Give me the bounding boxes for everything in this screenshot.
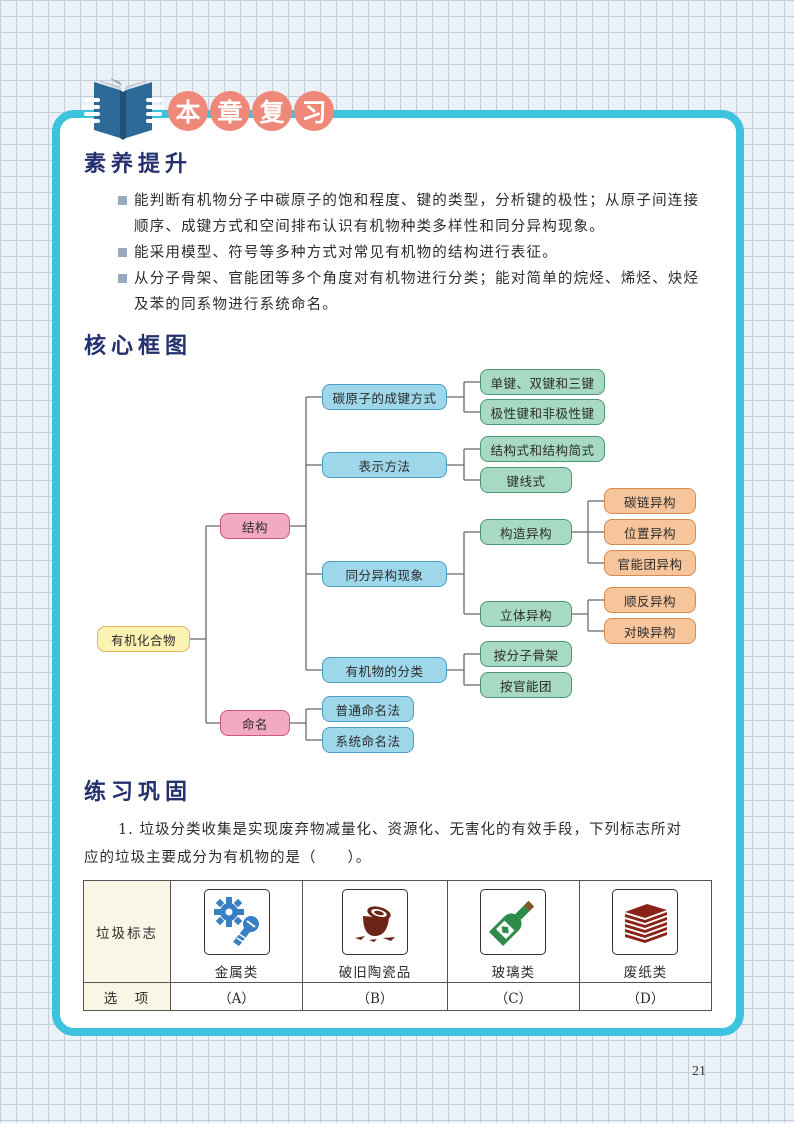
cell-paper: 废纸类 [578,880,713,983]
node-naming: 命名 [220,710,290,736]
paper-label: 废纸类 [623,964,668,981]
title-char: 本 [168,91,208,131]
page-number: 21 [692,1064,706,1079]
title-char: 复 [252,91,292,131]
literacy-bullet-list: 能判断有机物分子中碳原子的饱和程度、键的类型，分析键的极性；从原子间连接顺序、成… [118,188,714,318]
bullet-text: 能判断有机物分子中碳原子的饱和程度、键的类型，分析键的极性；从原子间连接顺序、成… [134,193,700,235]
question-text-line1: 1. 垃圾分类收集是实现废弃物减量化、资源化、无害化的有效手段，下列标志所对 [118,822,682,838]
cell-ceramic: 破旧陶瓷品 [302,880,448,983]
node-stereo-isomer: 立体异构 [480,601,572,627]
glass-bottle-icon [480,888,547,955]
option-c[interactable]: （C） [446,982,580,1011]
section-heading-literacy: 素养提升 [84,152,193,177]
node-skeletal-formula: 键线式 [480,467,572,493]
square-bullet-icon [118,196,127,205]
node-by-functional-group: 按官能团 [480,672,572,698]
bullet-text: 从分子骨架、官能团等多个角度对有机物进行分类；能对简单的烷烃、烯烃、炔烃及苯的同… [134,271,700,313]
bullet-item: 从分子骨架、官能团等多个角度对有机物进行分类；能对简单的烷烃、烯烃、炔烃及苯的同… [118,266,714,318]
cell-glass: 玻璃类 [446,880,580,983]
section-heading-framework: 核心框图 [84,334,193,359]
node-systematic-naming: 系统命名法 [322,727,414,753]
garbage-sign-table: 垃圾标志 [83,880,713,1011]
node-carbon-bonding: 碳原子的成键方式 [322,384,447,410]
square-bullet-icon [118,274,127,283]
node-representation: 表示方法 [322,452,447,478]
node-enantiomer: 对映异构 [604,618,696,644]
node-single-double-triple: 单键、双键和三键 [480,369,605,395]
metal-gear-screw-icon [203,888,270,955]
option-a[interactable]: （A） [169,982,304,1011]
bullet-text: 能采用模型、符号等多种方式对常见有机物的结构进行表征。 [134,245,558,261]
option-b[interactable]: （B） [302,982,448,1011]
metal-label: 金属类 [214,964,259,981]
question-1: 1. 垃圾分类收集是实现废弃物减量化、资源化、无害化的有效手段，下列标志所对 应… [84,816,712,872]
node-structural-formula: 结构式和结构简式 [480,436,605,462]
glass-label: 玻璃类 [491,964,536,981]
open-book-icon [80,76,166,142]
title-char: 习 [294,91,334,131]
node-by-skeleton: 按分子骨架 [480,641,572,667]
row-header-sign: 垃圾标志 [83,880,171,983]
node-structure: 结构 [220,513,290,539]
node-isomerism: 同分异构现象 [322,561,447,587]
cell-metal: 金属类 [169,880,304,983]
square-bullet-icon [118,248,127,257]
node-position-isomer: 位置异构 [604,519,696,545]
node-common-naming: 普通命名法 [322,696,414,722]
section-heading-practice: 练习巩固 [84,780,193,805]
bullet-item: 能采用模型、符号等多种方式对常见有机物的结构进行表征。 [118,240,714,266]
node-cis-trans-isomer: 顺反异构 [604,587,696,613]
option-d[interactable]: （D） [578,982,713,1011]
node-classification: 有机物的分类 [322,657,447,683]
node-functional-isomer: 官能团异构 [604,550,696,576]
broken-ceramic-pot-icon [341,888,408,955]
ceramic-label: 破旧陶瓷品 [338,964,412,981]
node-constitutional-isomer: 构造异构 [480,519,572,545]
row-header-option: 选 项 [83,982,171,1011]
paper-stack-icon [612,888,679,955]
title-char: 章 [210,91,250,131]
node-organic-compound: 有机化合物 [97,626,190,652]
bullet-item: 能判断有机物分子中碳原子的饱和程度、键的类型，分析键的极性；从原子间连接顺序、成… [118,188,714,240]
node-polar-nonpolar: 极性键和非极性键 [480,399,605,425]
question-text-line2: 应的垃圾主要成分为有机物的是（ ）。 [84,850,372,866]
node-chain-isomer: 碳链异构 [604,488,696,514]
chapter-review-title: 本 章 复 习 [168,91,334,131]
